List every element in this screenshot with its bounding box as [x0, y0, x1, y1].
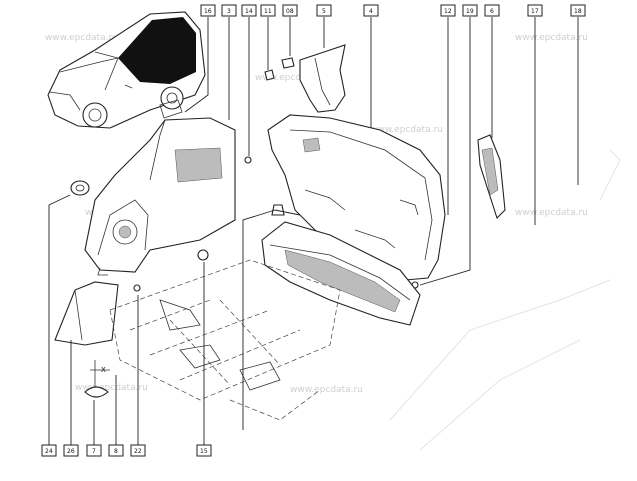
- callout-18: 18: [570, 4, 586, 17]
- svg-text:14: 14: [245, 8, 253, 15]
- svg-text:24: 24: [45, 448, 53, 455]
- speaker-grille: [174, 147, 223, 183]
- screw-22: [133, 284, 141, 292]
- grommet: [70, 180, 90, 196]
- callout-11: 11: [260, 4, 276, 17]
- callout-5: 5: [316, 4, 332, 17]
- callout-16: 16: [200, 4, 216, 17]
- callout-7: 7: [86, 444, 102, 457]
- callout-15: 15: [196, 444, 212, 457]
- callout-3: 3: [221, 4, 237, 17]
- svg-text:26: 26: [67, 448, 75, 455]
- watermark: www.epcdata.ru: [370, 125, 443, 135]
- svg-text:7: 7: [92, 448, 96, 455]
- clip-upper: [271, 204, 285, 216]
- svg-text:17: 17: [531, 8, 539, 15]
- side-trim-panel: [84, 99, 236, 276]
- callout-24: 24: [41, 444, 57, 457]
- clip-08: [281, 57, 295, 69]
- trim-cover: [54, 281, 119, 346]
- callouts-top: 16 3 14 11 08 5 4 12 19 6 17 18: [200, 4, 586, 17]
- side-strip: [477, 134, 506, 220]
- upper-trim-piece: [299, 44, 346, 113]
- scuff-plate: [261, 221, 421, 326]
- svg-text:19: 19: [466, 8, 474, 15]
- watermark: www.epcdata.ru: [255, 73, 328, 83]
- callout-19: 19: [462, 4, 478, 17]
- svg-text:4: 4: [369, 8, 373, 15]
- x-mark-label: X: [101, 366, 106, 374]
- callout-6: 6: [484, 4, 500, 17]
- watermark: www.epcdata.ru: [515, 33, 588, 43]
- fasteners: [133, 57, 419, 292]
- callout-14: 14: [241, 4, 257, 17]
- background-sketch: [389, 149, 621, 451]
- watermark: www.epcdata.ru: [290, 385, 363, 395]
- clip-11: [264, 69, 275, 81]
- car-thumbnail: [47, 11, 206, 129]
- watermark: www.epcdata.ru: [45, 33, 118, 43]
- screw-14: [244, 156, 252, 164]
- leader-lines: [48, 17, 579, 445]
- strap-part: X: [84, 360, 110, 398]
- svg-text:16: 16: [204, 8, 212, 15]
- floor-outline: [109, 259, 341, 421]
- svg-text:15: 15: [200, 448, 208, 455]
- watermark: www.epcdata.ru: [75, 383, 148, 393]
- callout-26: 26: [63, 444, 79, 457]
- clip-part: [159, 99, 183, 119]
- callout-17: 17: [527, 4, 543, 17]
- svg-text:8: 8: [114, 448, 118, 455]
- svg-text:08: 08: [286, 8, 294, 15]
- callout-08: 08: [282, 4, 298, 17]
- plug-15: [197, 249, 209, 261]
- svg-text:3: 3: [227, 8, 231, 15]
- svg-text:18: 18: [574, 8, 582, 15]
- callout-4: 4: [363, 4, 379, 17]
- cargo-area-highlight: [118, 17, 196, 84]
- callout-22: 22: [130, 444, 146, 457]
- watermark: www.epcdata.ru: [515, 208, 588, 218]
- svg-text:5: 5: [322, 8, 326, 15]
- callouts-bottom: 24 26 7 8 22 15: [41, 444, 212, 457]
- callout-8: 8: [108, 444, 124, 457]
- callout-12: 12: [440, 4, 456, 17]
- svg-text:12: 12: [444, 8, 452, 15]
- tailgate-trim-panel: [267, 114, 446, 281]
- svg-text:6: 6: [490, 8, 494, 15]
- svg-text:22: 22: [134, 448, 142, 455]
- svg-text:11: 11: [264, 8, 272, 15]
